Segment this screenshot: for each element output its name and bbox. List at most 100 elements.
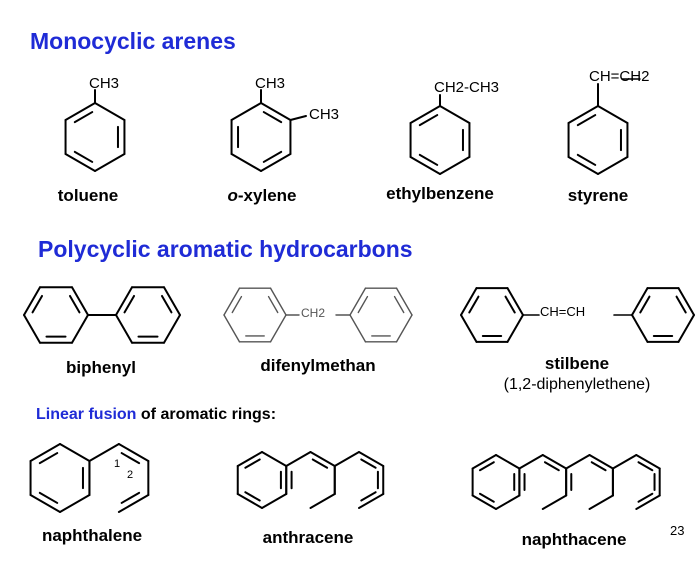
ring-double-bond [68, 294, 81, 314]
ring-bond [460, 287, 478, 316]
difenylmethan-name: difenylmethan [260, 356, 376, 375]
ring-bond [439, 105, 471, 124]
ring-double-bond [244, 458, 261, 469]
ring-bond [635, 454, 661, 470]
ring-double-bond [576, 114, 597, 127]
ring-bond [357, 493, 385, 509]
ring-bond [611, 454, 638, 470]
stilbene-subtitle: (1,2-diphenylethene) [503, 376, 651, 393]
ring-bond [236, 451, 263, 467]
ring-double-bond [543, 461, 560, 472]
ring-bond [506, 287, 524, 316]
ring-double-bond [360, 491, 377, 502]
monocyclic-heading: Monocyclic arenes [30, 28, 236, 54]
ring-bond [333, 451, 360, 467]
ring-bond [117, 443, 150, 462]
styrene-name: styrene [567, 186, 629, 205]
oxylene-rest: -xylene [237, 186, 297, 205]
ring-double-bond [590, 461, 607, 472]
ring-double-bond [231, 295, 243, 314]
ring-double-bond [262, 111, 283, 124]
ring-double-bond [504, 295, 516, 314]
ring-double-bond [120, 452, 141, 465]
ring-bond [495, 454, 521, 470]
styrene-group-label: CH=CH2 [589, 68, 650, 85]
ring-bond [163, 286, 181, 316]
ring-bond [439, 156, 471, 175]
ring-bond [541, 454, 568, 470]
linear-fusion-rest: of aromatic rings: [136, 406, 277, 423]
ring-double-bond [73, 111, 94, 124]
styrene-structure [567, 78, 641, 175]
ring-bond [495, 494, 521, 510]
ring-bond [395, 314, 413, 343]
ring-double-bond [357, 295, 369, 314]
ring-double-bond [675, 295, 687, 314]
ring-double-bond [637, 492, 654, 503]
ring-bond [230, 153, 262, 172]
ring-bond [29, 494, 61, 513]
ring-double-bond [120, 491, 141, 504]
stilbene-bridge-label: CH=CH [540, 304, 586, 319]
ring-double-bond [639, 295, 651, 314]
naphthalene-position-1: 1 [114, 458, 121, 470]
oxylene-name: o-xylene [228, 186, 297, 206]
oxylene-prefix: o [227, 186, 238, 205]
ring-double-bond [418, 153, 439, 166]
ring-double-bond [267, 295, 279, 314]
ring-bond [236, 493, 263, 509]
naphthalene-name: naphthalene [41, 526, 143, 545]
ring-double-bond [478, 461, 495, 472]
ring-bond [471, 494, 497, 510]
ethylbenzene-group-label: CH2-CH3 [434, 79, 500, 96]
ring-bond [506, 314, 524, 343]
ring-double-bond [576, 153, 597, 166]
ring-double-bond [637, 461, 654, 472]
oxylene-structure [230, 89, 307, 172]
biphenyl-name: biphenyl [66, 358, 136, 377]
polycyclic-heading: Polycyclic aromatic hydrocarbons [38, 236, 413, 262]
ring-bond [260, 153, 292, 172]
ring-bond [261, 493, 288, 509]
ring-bond [71, 286, 89, 316]
ring-bond [631, 287, 649, 316]
ring-bond [635, 494, 661, 510]
ring-bond [597, 156, 629, 175]
ring-bond [309, 451, 336, 467]
toluene-ch3-label: CH3 [89, 75, 120, 92]
ring-bond [565, 454, 591, 470]
ring-bond [23, 314, 41, 344]
substituent-bond [289, 115, 307, 121]
ring-bond [261, 451, 288, 467]
ring-bond [349, 287, 367, 316]
toluene-structure [64, 89, 126, 172]
ring-bond [631, 314, 649, 343]
difenylmethan-structure [223, 287, 413, 343]
ring-bond [269, 287, 287, 316]
difenylmethan-bridge-label: CH2 [301, 306, 326, 320]
ring-bond [677, 287, 695, 316]
ring-bond [59, 443, 91, 462]
toluene-name: toluene [57, 186, 119, 205]
ring-bond [29, 443, 61, 462]
ring-bond [471, 454, 497, 470]
anthracene-name: anthracene [262, 528, 354, 547]
ring-bond [163, 314, 181, 344]
ring-double-bond [31, 294, 44, 314]
oxylene-ch3-side-label: CH3 [309, 106, 340, 123]
ring-bond [223, 314, 241, 343]
ring-bond [64, 153, 96, 172]
ring-double-bond [418, 114, 439, 127]
ring-bond [230, 102, 262, 121]
ring-bond [94, 102, 126, 121]
stilbene-structure [460, 287, 695, 343]
oxylene-ch3-top-label: CH3 [255, 75, 286, 92]
ring-bond [597, 105, 629, 124]
anthracene-structure [236, 451, 385, 509]
ring-double-bond [468, 295, 480, 314]
ring-bond [309, 493, 336, 509]
ring-double-bond [38, 491, 59, 504]
ring-double-bond [262, 150, 283, 163]
ethylbenzene-name: ethylbenzene [386, 184, 494, 203]
